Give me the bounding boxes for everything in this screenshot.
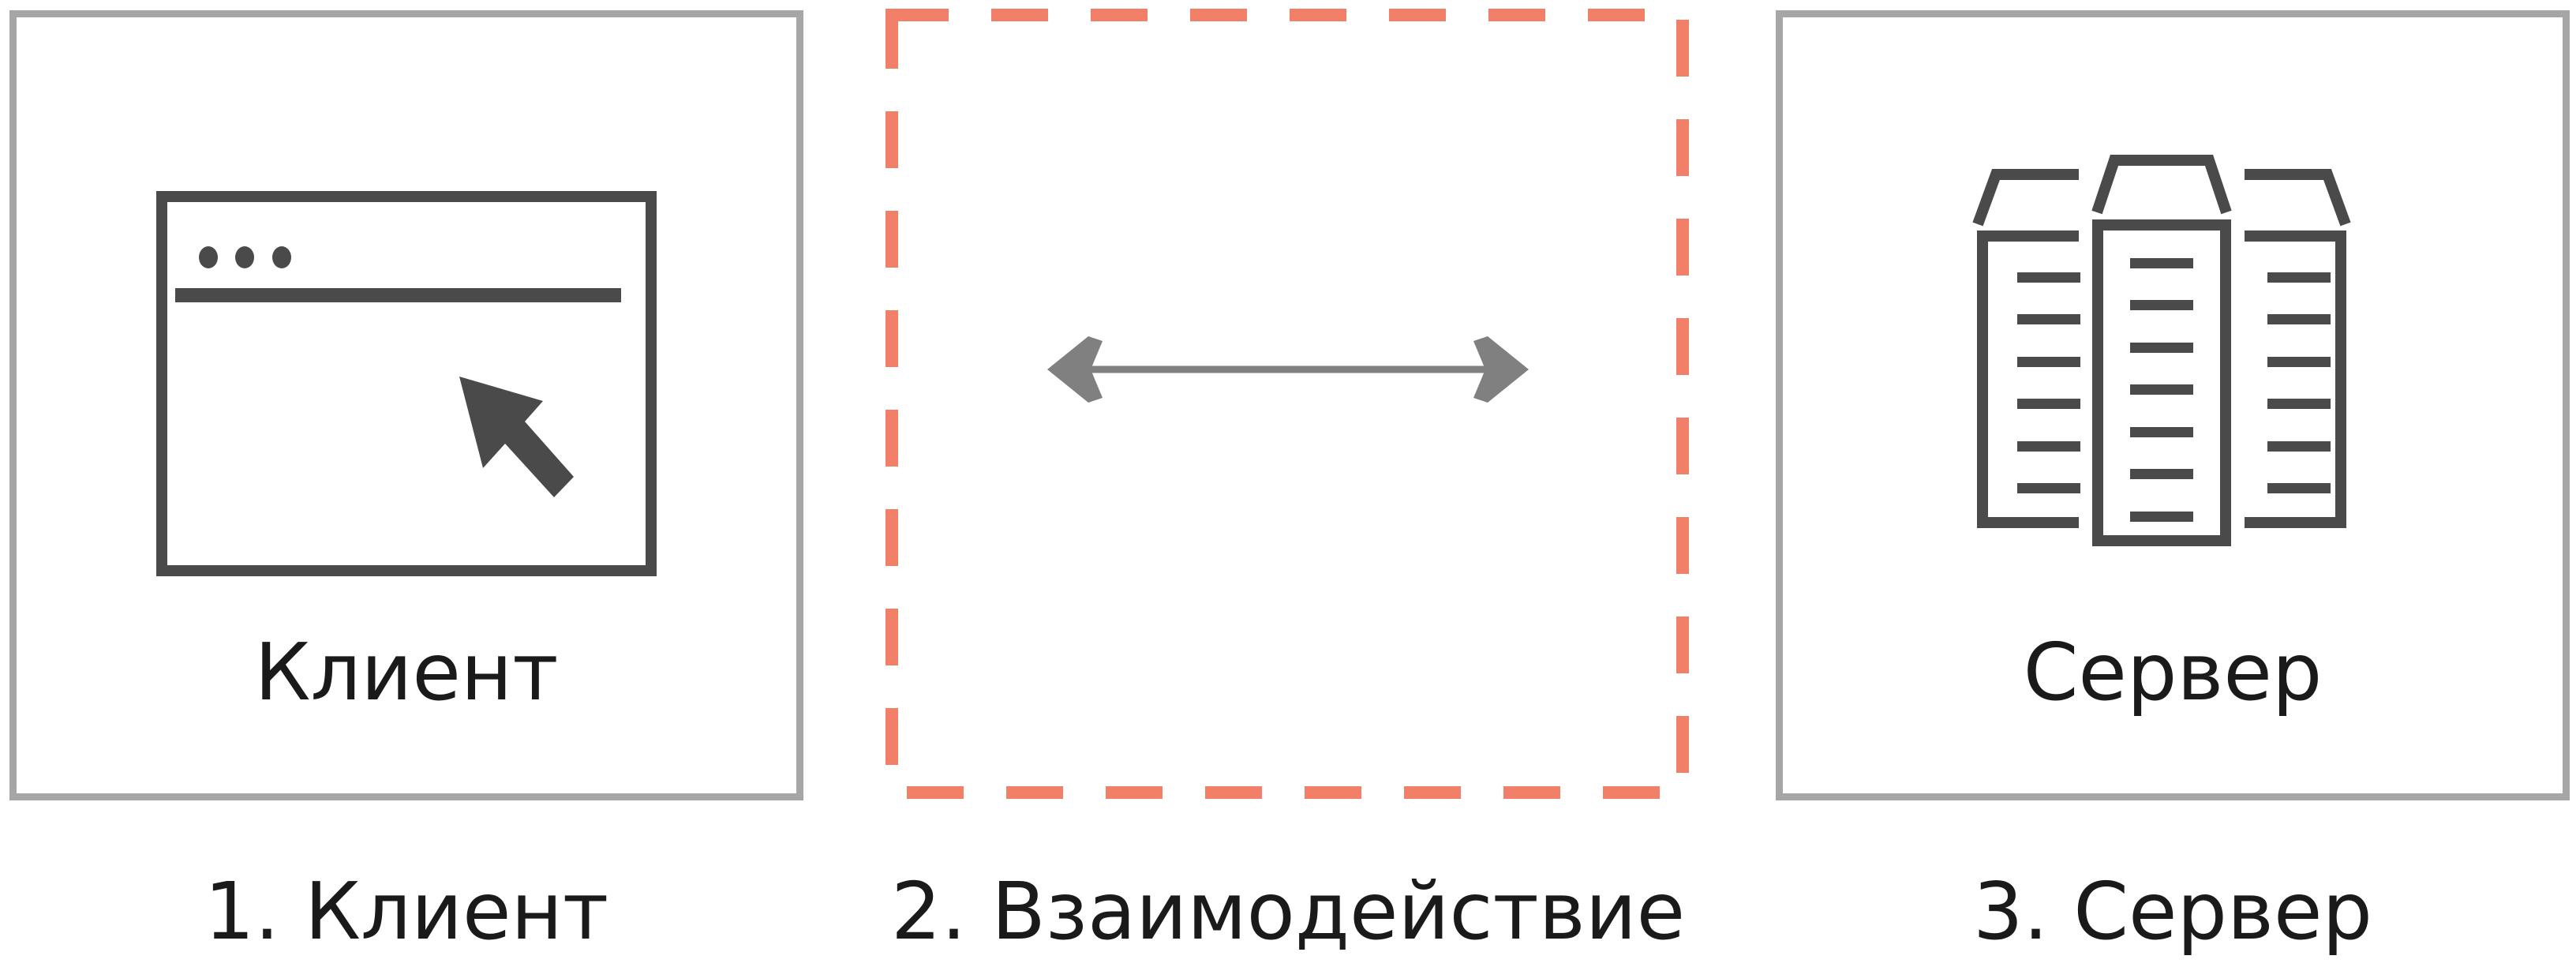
caption-client: 1. Клиент — [204, 865, 609, 958]
browser-window-cursor-icon — [156, 191, 657, 576]
interaction-panel — [886, 9, 1690, 800]
client-panel: Клиент — [9, 10, 803, 800]
double-arrow-icon — [1047, 336, 1529, 403]
caption-server: 3. Сервер — [1973, 865, 2372, 958]
server-panel: Сервер — [1776, 10, 2570, 800]
server-towers-icon — [1972, 155, 2351, 546]
client-label: Клиент — [254, 626, 559, 718]
caption-interaction: 2. Взаимодействие — [891, 865, 1686, 958]
server-label: Сервер — [2023, 626, 2323, 718]
